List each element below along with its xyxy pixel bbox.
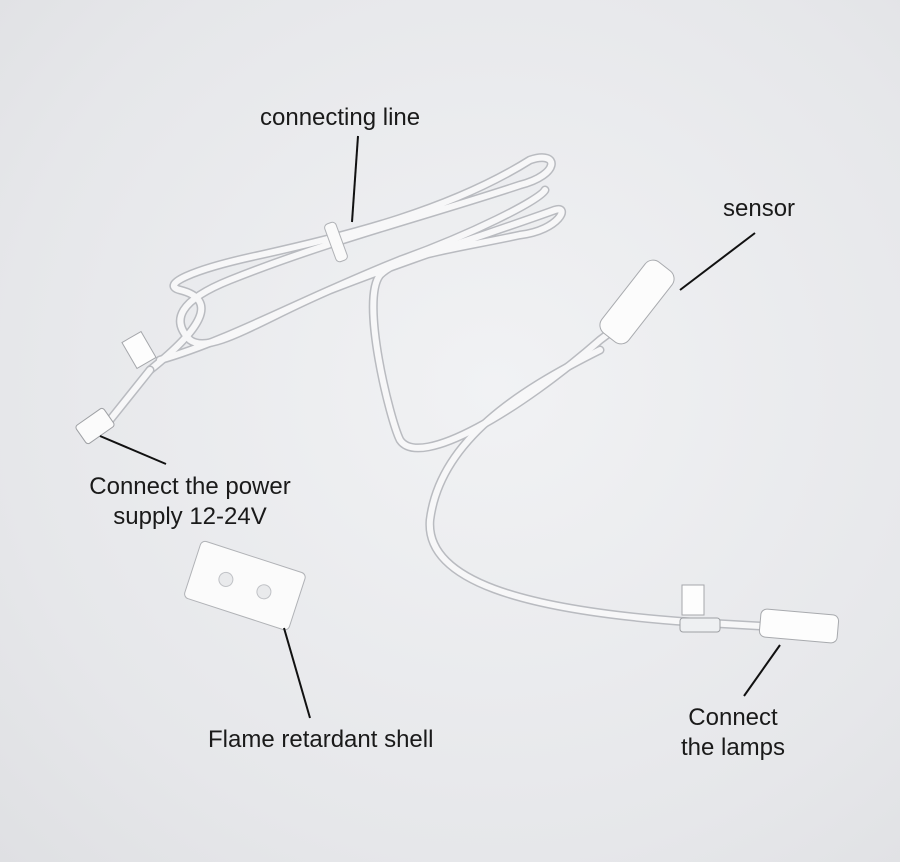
- label-power-line1: Connect the power: [89, 473, 291, 500]
- label-connecting-line: connecting line: [260, 104, 421, 131]
- power-connector: [75, 407, 115, 445]
- cable-tag: [121, 330, 157, 370]
- label-lamps-line1: Connect: [688, 704, 778, 731]
- flame-retardant-shell: [184, 540, 306, 631]
- cable-tag: [681, 584, 705, 616]
- leader-lines: [99, 135, 781, 719]
- lamp-plug: [758, 608, 840, 644]
- label-lamps: Connect the lamps: [660, 703, 806, 763]
- label-lamps-line2: the lamps: [680, 734, 786, 761]
- cable-tie: [324, 221, 348, 263]
- sensor-body: [599, 259, 675, 345]
- lamp-connector-sleeve: [679, 617, 721, 633]
- label-power-line2: supply 12-24V: [113, 503, 267, 530]
- label-sensor: sensor: [723, 195, 796, 222]
- label-shell: Flame retardant shell: [208, 726, 434, 753]
- label-power: Connect the power supply 12-24V: [60, 472, 320, 532]
- cable: [147, 154, 763, 629]
